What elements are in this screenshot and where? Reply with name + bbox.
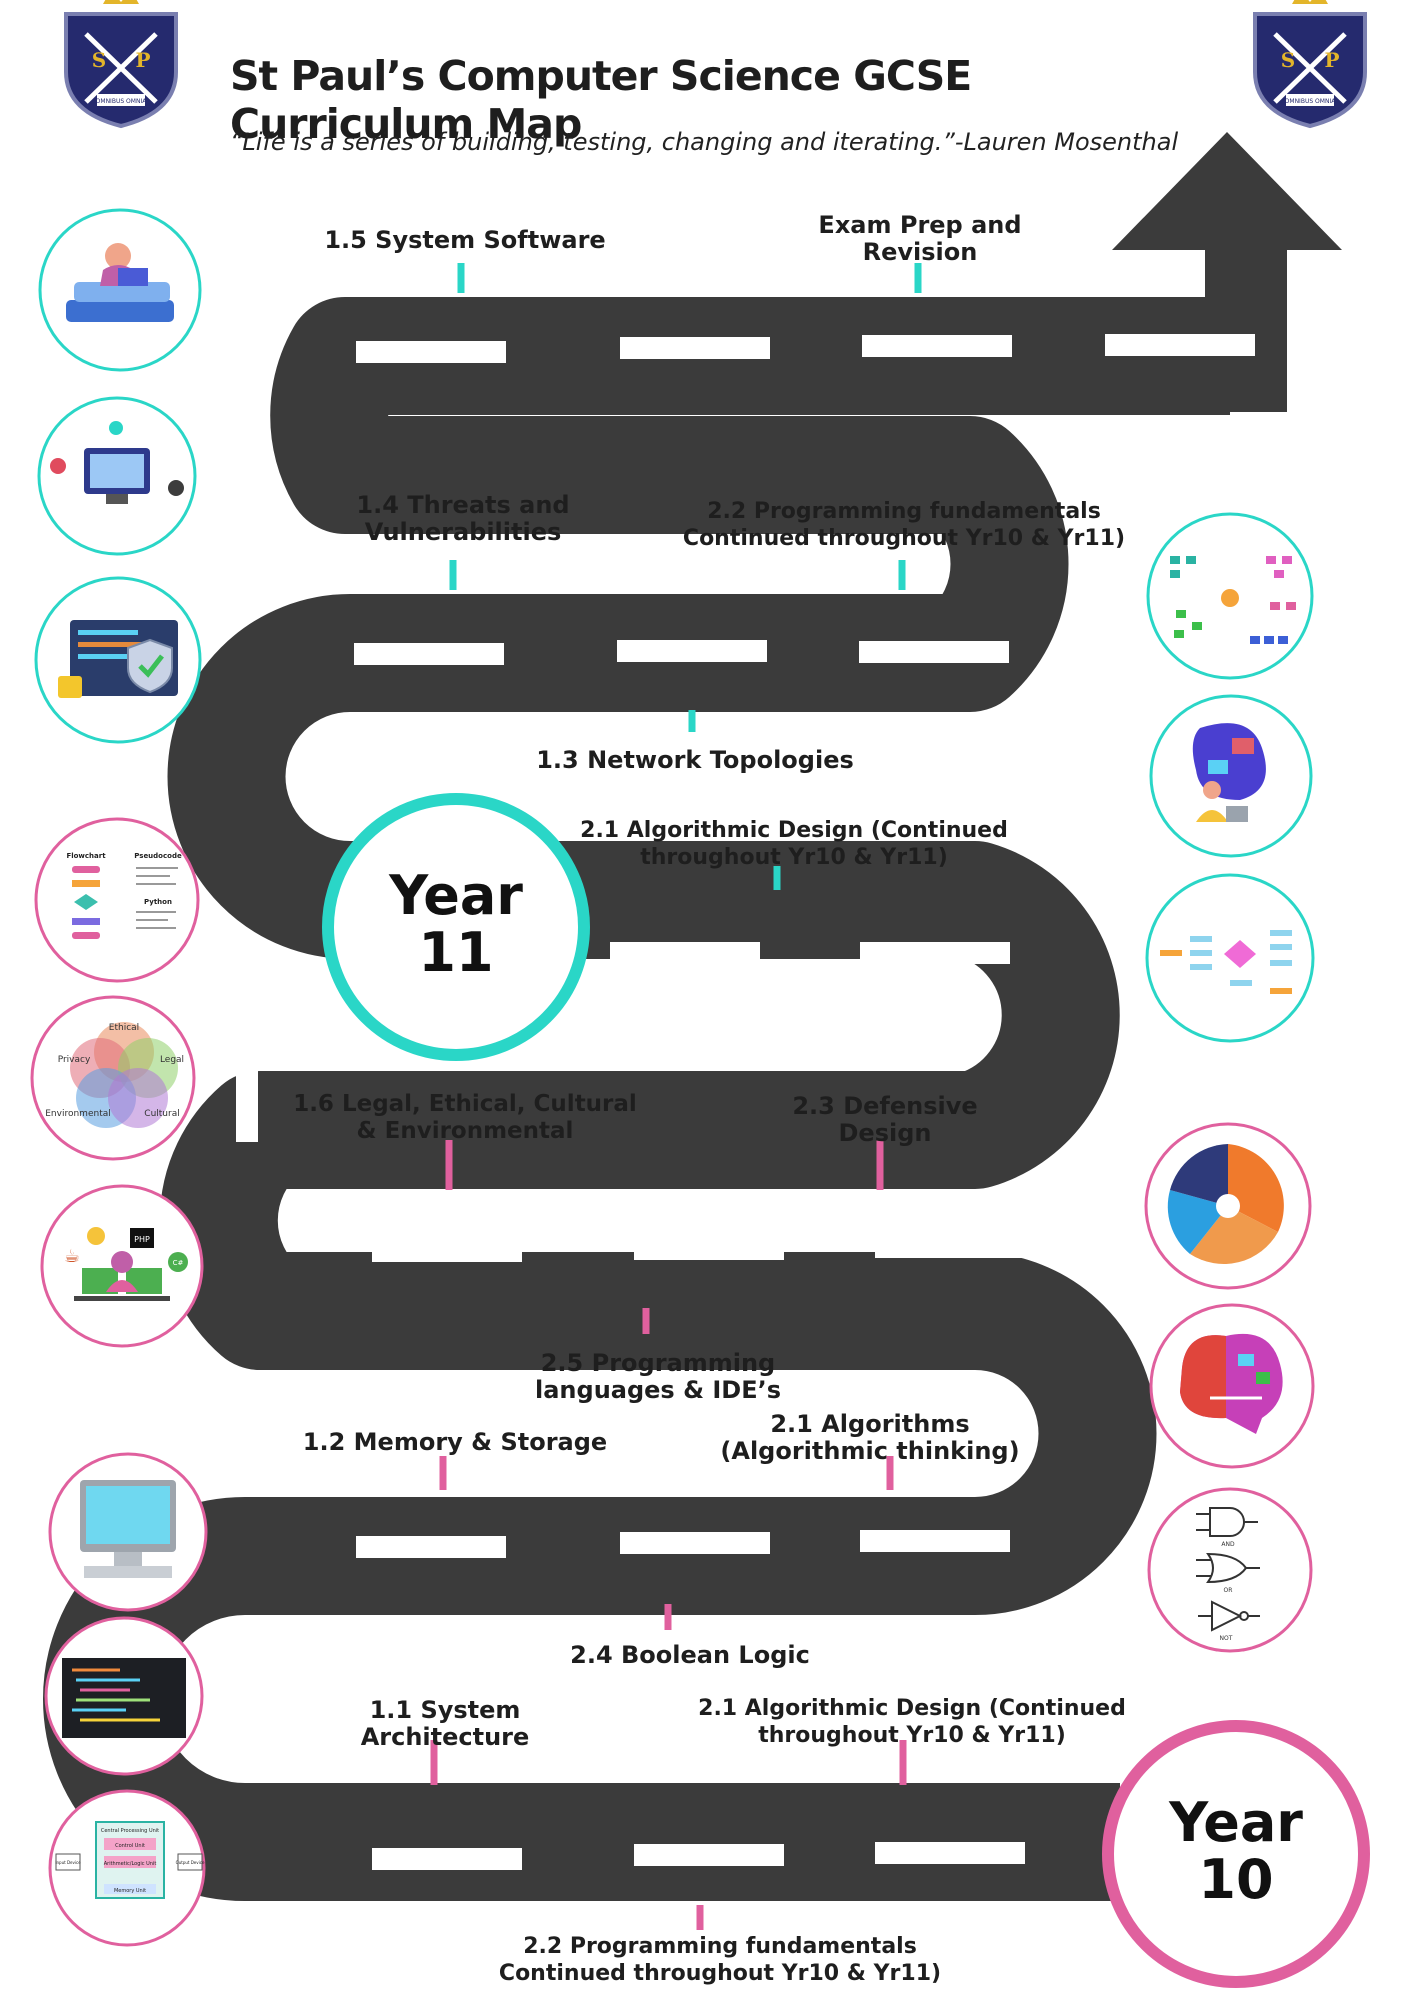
java-cup-icon: ☕ [64,1246,80,1267]
road [43,132,1342,1901]
topic-2-1-algorithms: 2.1 Algorithms (Algorithmic thinking) [700,1411,1040,1465]
programming-languages-icon: PHP C# ☕ [40,1184,204,1348]
alu-label: Arithmetic/Logic Unit [104,1861,157,1867]
cpu-title-label: Central Processing Unit [101,1828,159,1834]
year-11-number: 11 [418,920,494,984]
topic-2-2-y10: 2.2 Programming fundamentals Continued t… [480,1933,960,1987]
topic-line: Design [838,1119,932,1147]
venn-ethics-icon: Ethical Privacy Legal Environmental Cult… [30,995,196,1161]
source-code-icon [44,1616,204,1776]
topic-2-5: 2.5 Programming languages & IDE’s [508,1350,808,1404]
venn-cultural-label: Cultural [144,1109,179,1119]
and-gate-label: AND [1221,1541,1235,1548]
venn-environmental-label: Environmental [45,1109,110,1119]
topic-1-3: 1.3 Network Topologies [510,747,880,774]
topic-line: 2.2 Programming fundamentals [707,499,1101,524]
laptop-study-icon [38,208,202,372]
crest-letter-s: S [92,48,106,72]
cyber-security-icon [34,576,202,744]
topic-1-6: 1.6 Legal, Ethical, Cultural & Environme… [270,1091,660,1145]
topic-line: 2.5 Programming [540,1349,776,1377]
topic-line: 1.6 Legal, Ethical, Cultural [293,1091,637,1117]
memory-unit-label: Memory Unit [114,1888,146,1894]
crest-motto: OMNIBUS OMNIA [1285,98,1337,105]
lane-markings [236,334,1255,1870]
venn-privacy-label: Privacy [58,1055,91,1065]
venn-ethical-label: Ethical [109,1023,139,1033]
cpu-architecture-icon: Central Processing Unit Control Unit Ari… [48,1789,206,1947]
topic-2-4: 2.4 Boolean Logic [530,1642,850,1669]
python-label: Python [144,898,172,906]
desktop-computer-icon [48,1452,208,1612]
topic-line: 1.1 System [369,1696,521,1724]
page-quote: “Life is a series of building, testing, … [230,128,1179,156]
topic-1-4: 1.4 Threats and Vulnerabilities [313,492,613,546]
crest-letter-s: S [1281,48,1295,72]
year-10-ring [1102,1720,1370,1988]
topic-1-5: 1.5 System Software [300,227,630,254]
year-10-word: Year [1169,1791,1303,1854]
topic-2-1-y11: 2.1 Algorithmic Design (Continued throug… [554,817,1034,871]
school-crest-right: S P OMNIBUS OMNIA [1253,0,1367,129]
topic-line: Continued throughout Yr10 & Yr11) [682,526,1126,551]
topic-line: 1.2 Memory & Storage [302,1428,608,1456]
topic-line: Exam Prep and [818,211,1022,239]
logic-gates-icon: AND OR NOT [1147,1487,1313,1653]
web-developer-icon [37,396,197,556]
topic-line: 1.4 Threats and [356,491,570,519]
year-10-label: Year 10 [1156,1791,1316,1911]
output-device-label: Output Device [176,1860,205,1865]
topic-2-1-y10: 2.1 Algorithmic Design (Continued throug… [672,1695,1152,1749]
not-gate-label: NOT [1220,1635,1233,1642]
topic-2-2-y11: 2.2 Programming fundamentals Continued t… [664,498,1144,552]
topic-line: throughout Yr10 & Yr11) [758,1723,1066,1748]
php-label: PHP [134,1235,150,1244]
flow-diagram-icon [1145,873,1315,1043]
topic-line: & Environmental [356,1118,574,1144]
page-title: St Paul’s Computer Science GCSE Curricul… [230,52,972,148]
year-10-number: 10 [1198,1847,1274,1911]
csharp-label: C# [173,1259,184,1267]
pseudocode-label: Pseudocode [134,852,182,860]
year-11-label: Year 11 [376,864,536,984]
topic-line: throughout Yr10 & Yr11) [640,845,948,870]
topic-1-1: 1.1 System Architecture [330,1697,560,1751]
control-unit-label: Control Unit [115,1843,145,1849]
topic-line: Vulnerabilities [364,518,562,546]
topic-exam-prep: Exam Prep and Revision [770,212,1070,266]
topic-connectors [430,263,922,1930]
topic-line: 2.4 Boolean Logic [570,1641,810,1669]
brain-algorithm-icon [1149,1303,1315,1469]
crest-letter-p: P [1324,48,1339,72]
topic-line: Architecture [360,1723,530,1751]
topic-line: 2.1 Algorithmic Design (Continued [698,1696,1126,1721]
topic-2-3: 2.3 Defensive Design [760,1093,1010,1147]
topic-line: languages & IDE’s [535,1376,781,1404]
topic-1-2: 1.2 Memory & Storage [290,1429,620,1456]
year-11-word: Year [389,864,523,927]
topic-line: Continued throughout Yr10 & Yr11) [498,1961,942,1986]
input-device-label: Input Device [55,1860,81,1865]
topic-line: (Algorithmic thinking) [720,1437,1020,1465]
topic-line: 2.1 Algorithmic Design (Continued [580,818,1008,843]
topic-line: 1.3 Network Topologies [536,746,854,774]
crest-motto: OMNIBUS OMNIA [96,98,148,105]
developer-woman-icon [1149,694,1313,858]
or-gate-label: OR [1224,1587,1233,1594]
crest-letter-p: P [135,48,150,72]
topic-line: 2.1 Algorithms [770,1410,970,1438]
topic-line: 1.5 System Software [324,226,606,254]
flowchart-pseudocode-icon: Flowchart Pseudocode Python [34,817,200,983]
year-11-ring [322,793,590,1061]
school-crest-left: S P OMNIBUS OMNIA [64,0,178,129]
venn-legal-label: Legal [160,1055,184,1065]
topic-line: Revision [862,238,978,266]
defensive-wheel-icon [1144,1122,1312,1290]
topic-line: 2.3 Defensive [792,1092,978,1120]
topic-line: 2.2 Programming fundamentals [523,1934,917,1959]
network-topology-icon [1146,512,1314,680]
flowchart-label: Flowchart [66,852,106,860]
